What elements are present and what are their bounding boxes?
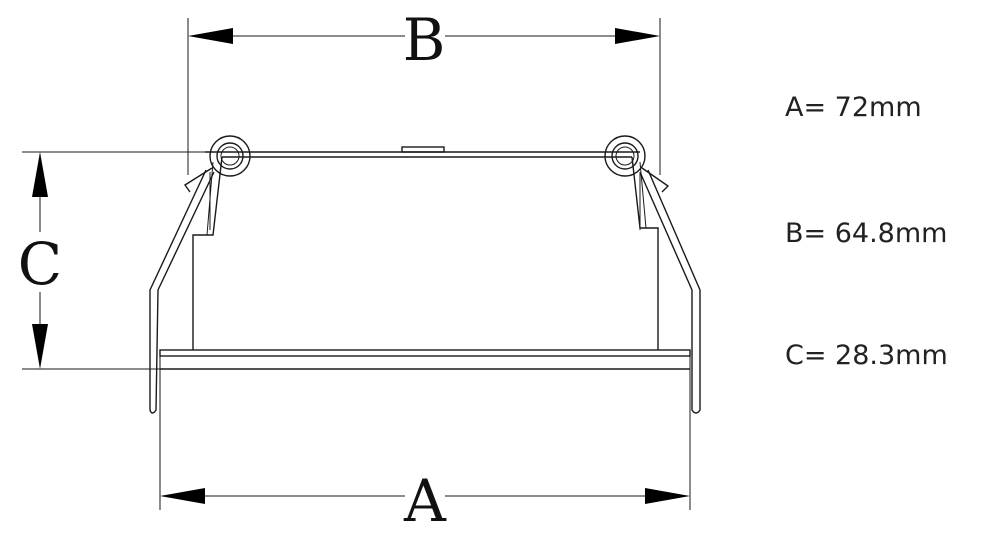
- top-tab: [401, 146, 445, 153]
- housing-right-inner: [639, 161, 647, 229]
- spec-b: B= 64.8mm: [785, 218, 948, 249]
- spec-c: C= 28.3mm: [785, 340, 948, 371]
- arrow-b-right: [615, 28, 660, 44]
- arrow-c-bottom: [32, 324, 48, 369]
- left-spring-tail: [183, 167, 213, 193]
- dimension-c: C: [18, 151, 205, 370]
- arrow-a-left: [160, 488, 205, 504]
- right-spring-arm: [639, 169, 701, 414]
- arrow-a-right: [645, 488, 690, 504]
- left-spring-clip: [149, 135, 251, 414]
- housing-right-side: [631, 156, 659, 350]
- dimension-b: B: [187, 6, 661, 175]
- trim-ring-top: [159, 349, 691, 357]
- housing-left-side: [192, 156, 223, 350]
- downlight-body: [159, 146, 691, 370]
- dimension-label-c: C: [18, 230, 62, 298]
- dimension-label-b: B: [403, 6, 446, 74]
- spec-a: A= 72mm: [785, 92, 922, 123]
- dimension-a: A: [159, 365, 691, 535]
- left-spring-coil-inner: [216, 142, 244, 170]
- right-spring-tail: [641, 167, 670, 193]
- arrow-b-left: [188, 28, 233, 44]
- left-spring-coil-outer: [209, 135, 251, 177]
- right-spring-coil-core: [615, 146, 635, 166]
- dimension-label-a: A: [403, 467, 447, 535]
- left-spring-arm: [149, 169, 215, 414]
- right-spring-coil-outer: [604, 135, 646, 177]
- right-spring-clip: [604, 135, 701, 414]
- arrow-c-top: [32, 152, 48, 197]
- right-spring-coil-inner: [611, 142, 639, 170]
- left-spring-coil-core: [220, 146, 240, 166]
